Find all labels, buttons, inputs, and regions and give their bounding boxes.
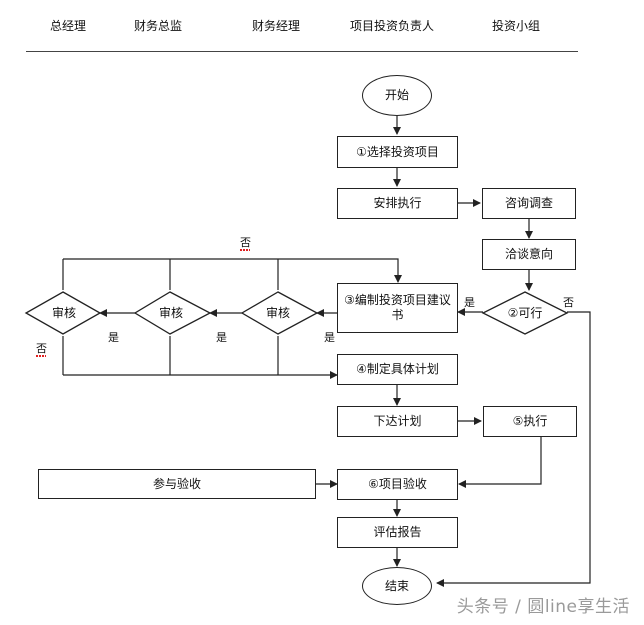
review-3-yes-label: 是 — [324, 331, 335, 344]
issue-plan-box: 下达计划 — [337, 406, 458, 437]
header-divider — [26, 51, 578, 52]
lane-header-project-investment-lead: 项目投资负责人 — [349, 19, 434, 33]
end-node: 结束 — [362, 567, 432, 605]
negotiate-intent-box: 洽谈意向 — [482, 239, 576, 270]
review-2-label: 审核 — [158, 306, 183, 320]
participate-acceptance-box: 参与验收 — [38, 469, 316, 499]
lane-header-general-manager: 总经理 — [49, 19, 86, 33]
feasible-diamond — [481, 291, 569, 335]
feasible-yes-label: 是 — [464, 296, 475, 309]
feasible-no-label: 否 — [563, 296, 574, 309]
review-3-diamond — [240, 291, 319, 335]
review-3-label: 审核 — [265, 306, 290, 320]
start-node: 开始 — [362, 75, 432, 116]
lane-header-finance-director: 财务总监 — [133, 19, 182, 33]
spellcheck-underline-icon — [36, 355, 46, 357]
consult-investigate-box: 咨询调查 — [482, 188, 576, 219]
spellcheck-underline-icon — [240, 249, 250, 251]
review-2-yes-label: 是 — [216, 331, 227, 344]
project-acceptance-box: ⑥项目验收 — [337, 469, 458, 500]
make-specific-plan-box: ④制定具体计划 — [337, 354, 458, 385]
assessment-report-box: 评估报告 — [337, 517, 458, 548]
review-no-top-label: 否 — [240, 236, 251, 249]
arrange-execution-box: 安排执行 — [337, 188, 458, 219]
compile-proposal-box: ③编制投资项目建议书 — [337, 283, 458, 333]
lane-header-investment-team: 投资小组 — [491, 19, 540, 33]
select-investment-project-box: ①选择投资项目 — [337, 136, 458, 168]
feasible-label: ②可行 — [507, 306, 543, 320]
execute-box: ⑤执行 — [483, 406, 577, 437]
lane-header-finance-manager: 财务经理 — [251, 19, 300, 33]
watermark: 头条号 / 圆line享生活 — [456, 597, 630, 617]
review-2-diamond — [133, 291, 212, 335]
review-1-diamond — [24, 291, 102, 335]
review-no-left-label: 否 — [36, 342, 47, 355]
review-1-label: 审核 — [51, 306, 76, 320]
review-1-yes-label: 是 — [108, 331, 119, 344]
